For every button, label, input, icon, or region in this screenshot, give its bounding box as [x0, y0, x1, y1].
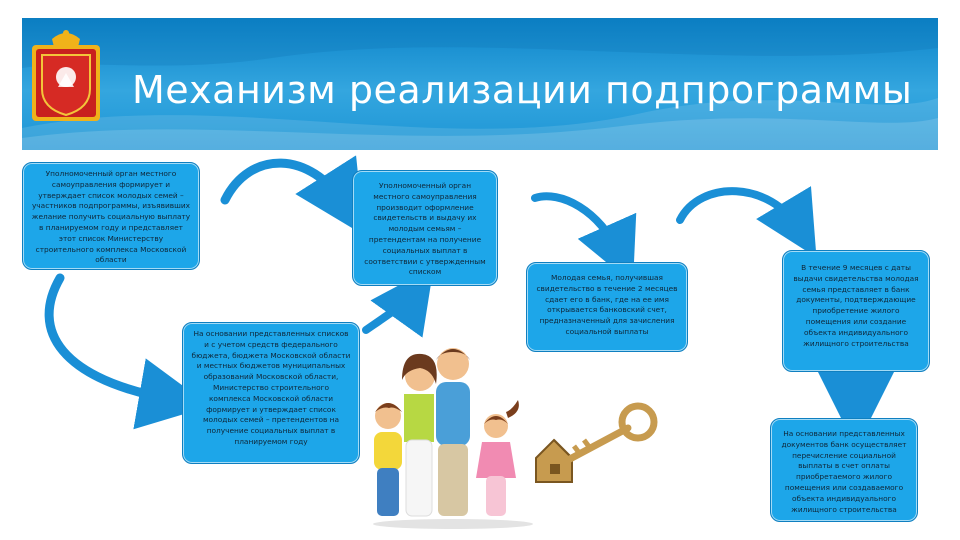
header-banner: Механизм реализации подпрограммы — [22, 18, 938, 150]
mother-figure-icon — [402, 353, 437, 517]
arrow-1-to-3 — [44, 273, 211, 430]
step-box-3: На основании представленных списков и с … — [182, 322, 360, 464]
arrow-1-to-2 — [220, 155, 365, 236]
arrow-2-to-4 — [531, 192, 637, 285]
family-illustration-icon — [373, 348, 533, 529]
arrow-4-to-5 — [676, 186, 817, 258]
girl-figure-icon — [476, 400, 519, 516]
house-key-icon — [535, 402, 658, 483]
arrow-3-to-2 — [362, 266, 434, 338]
coat-of-arms-icon — [32, 30, 100, 121]
step-box-2: Уполномоченный орган местного самоуправл… — [352, 170, 498, 286]
step-box-5: В течение 9 месяцев с даты выдачи свидет… — [782, 250, 930, 372]
step-box-1: Уполномоченный орган местного самоуправл… — [22, 162, 200, 270]
slide-title: Механизм реализации подпрограммы — [132, 68, 913, 112]
step-box-4: Молодая семья, получившая свидетельство … — [526, 262, 688, 352]
father-figure-icon — [436, 348, 470, 516]
boy-figure-icon — [374, 403, 402, 516]
step-box-6: На основании представленных документов б… — [770, 418, 918, 522]
header-wave-decoration — [22, 18, 938, 150]
